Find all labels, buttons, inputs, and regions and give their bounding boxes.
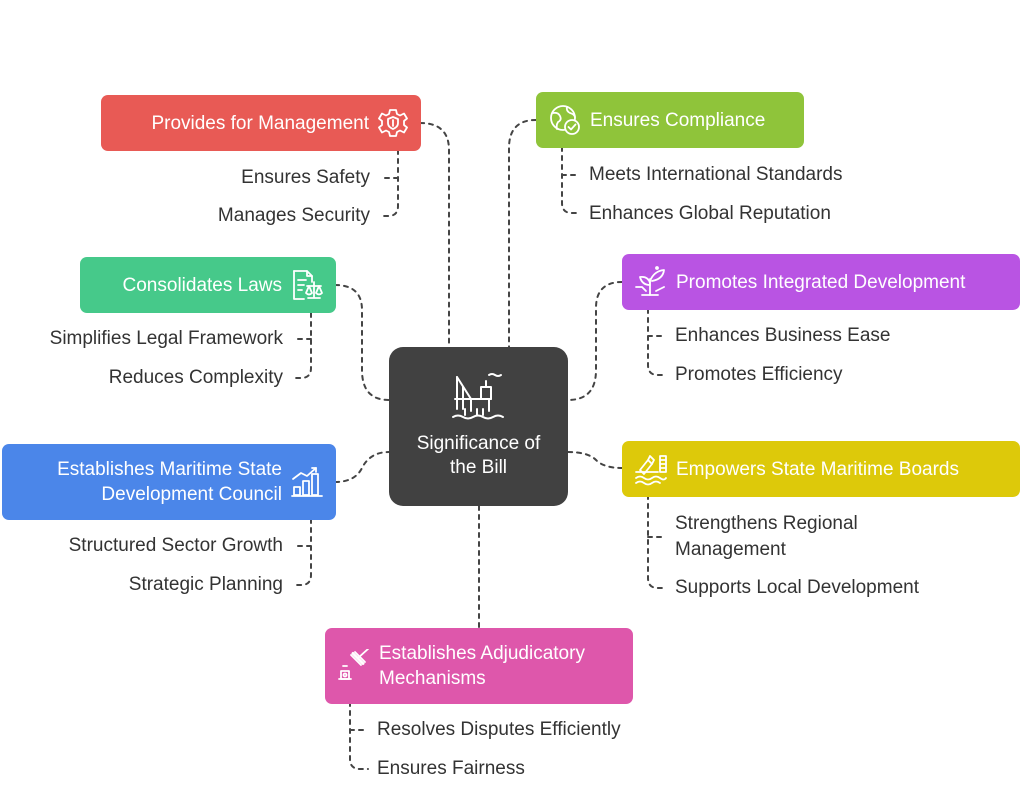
connector-boards-center [567,451,623,469]
connector-integrated-center [567,281,623,401]
connector-council-center [334,451,390,483]
leaf-strategic-planning: Strategic Planning [128,574,283,595]
harbor-icon [634,452,668,486]
leaf-ensures-fairness: Ensures Fairness [377,758,525,779]
node-label: Establishes Adjudicatory Mechanisms [379,643,585,689]
center-label: Significance of the Bill [416,433,541,478]
center-node[interactable]: Significance of the Bill [389,347,568,506]
node-label: Consolidates Laws [122,274,282,296]
leaf-resolves-disputes-efficiently: Resolves Disputes Efficiently [377,719,621,740]
leaf-enhances-global-reputation: Enhances Global Reputation [589,203,831,224]
connector-compliance-leaves [561,146,581,214]
gavel-icon [337,649,371,683]
plant-growth-icon [634,265,668,299]
node-label: Ensures Compliance [590,109,766,131]
node-empowers-state-maritime-boards[interactable]: Empowers State Maritime Boards [622,441,1020,497]
connector-laws-center [334,284,390,401]
node-provides-for-management[interactable]: Provides for Management [101,95,421,151]
gear-shield-icon [377,107,409,139]
connector-adjudicatory-leaves [349,701,369,770]
globe-check-icon [548,103,582,137]
node-label: Promotes Integrated Development [676,271,966,293]
connector-integrated-leaves [647,308,667,376]
document-scales-icon [290,268,324,302]
leaf-meets-international-standards: Meets International Standards [589,164,843,185]
leaf-strengthens-regional-management: Strengthens Regional Management [675,513,858,560]
node-ensures-compliance[interactable]: Ensures Compliance [536,92,804,148]
bar-chart-growth-icon [290,465,324,499]
node-label: Empowers State Maritime Boards [676,458,959,480]
leaf-reduces-complexity: Reduces Complexity [108,367,283,388]
leaf-manages-security: Manages Security [217,205,370,226]
connector-management-leaves [379,149,399,217]
node-label: Provides for Management [151,112,369,134]
connector-council-leaves [292,518,312,586]
node-label: Establishes Maritime State Development C… [57,459,282,505]
leaf-supports-local-development: Supports Local Development [675,577,919,598]
node-promotes-integrated-development[interactable]: Promotes Integrated Development [622,254,1020,310]
node-adjudicatory-mechanisms[interactable]: Establishes Adjudicatory Mechanisms [325,628,633,704]
leaf-ensures-safety: Ensures Safety [241,167,370,188]
leaf-promotes-efficiency: Promotes Efficiency [675,364,843,385]
connector-compliance-center [508,119,537,348]
connector-laws-leaves [292,312,312,379]
offshore-rig-icon [452,373,504,420]
leaf-simplifies-legal-framework: Simplifies Legal Framework [49,328,283,349]
node-consolidates-laws[interactable]: Consolidates Laws [80,257,336,313]
connector-boards-leaves [647,494,667,589]
leaf-structured-sector-growth: Structured Sector Growth [68,535,283,556]
leaf-enhances-business-ease: Enhances Business Ease [675,325,891,346]
connector-management-center [419,122,450,348]
node-maritime-state-development-council[interactable]: Establishes Maritime State Development C… [2,444,336,520]
